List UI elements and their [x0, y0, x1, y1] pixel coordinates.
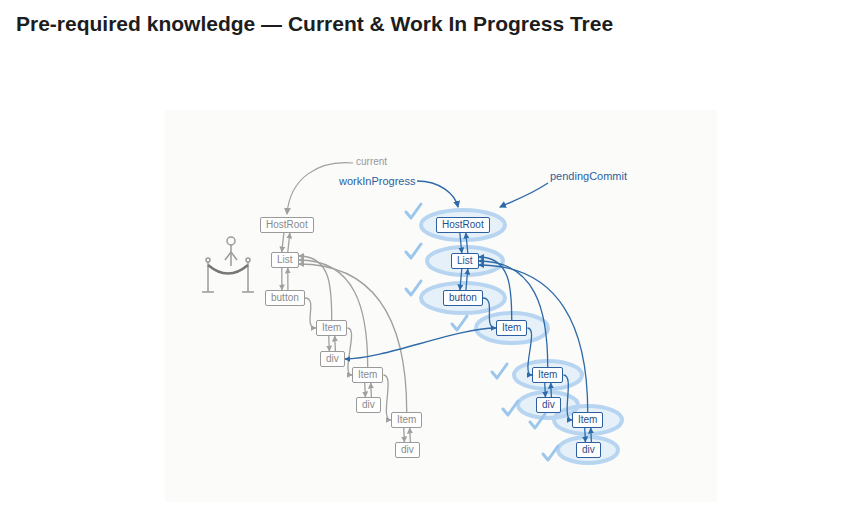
node-label: HostRoot [266, 219, 308, 230]
fiber-node: div [395, 442, 420, 458]
fiber-node: button [265, 290, 305, 306]
fiber-node: div [356, 397, 381, 413]
node-label: Item [358, 369, 377, 380]
fiber-pointer [282, 233, 290, 252]
node-label: List [277, 254, 293, 265]
pointer-label: workInProgress [339, 175, 415, 187]
fiber-node: div [576, 442, 601, 458]
pointer-line [288, 233, 290, 252]
pointer-line [281, 268, 282, 290]
pointer-line [299, 264, 407, 412]
fiber-pointer [479, 265, 588, 412]
pointer-label: pendingCommit [550, 170, 627, 182]
pointer-leader [417, 181, 458, 207]
node-label: Item [578, 414, 597, 425]
pointer-line [479, 265, 588, 412]
pointer-line [328, 336, 330, 351]
pointer-leader [287, 163, 353, 214]
fiber-pointer [282, 268, 288, 290]
pointer-line [466, 233, 468, 253]
pointer-line [584, 428, 586, 442]
fiber-pointer [404, 428, 411, 442]
fiber-node: button [443, 290, 483, 306]
rope-barrier [202, 237, 254, 292]
fiber-pointer [483, 298, 496, 328]
fiber-node: div [320, 351, 345, 367]
fiber-node: div [536, 397, 561, 413]
node-label: div [362, 399, 375, 410]
pointer-line [466, 269, 468, 290]
fiber-node: List [451, 253, 479, 269]
fiber-pointer [585, 428, 592, 442]
fiber-pointer [299, 260, 368, 367]
fiber-node: Item [496, 320, 527, 336]
pointer-line [590, 428, 592, 442]
pointer-line [460, 233, 462, 253]
fiber-node: Item [391, 412, 422, 428]
pointer-line [460, 269, 462, 290]
node-label: Item [397, 414, 416, 425]
pointer-line [409, 428, 411, 442]
title: Pre-required knowledge — Current & Work … [16, 12, 613, 36]
node-label: div [326, 353, 339, 364]
fiber-node: Item [532, 367, 563, 383]
fiber-pointer [460, 233, 468, 253]
fiber-node: Item [316, 320, 347, 336]
fiber-node: HostRoot [436, 217, 490, 233]
node-label: div [582, 444, 595, 455]
fiber-pointer [563, 375, 572, 420]
pointer-line [479, 261, 548, 367]
node-label: Item [538, 369, 557, 380]
fiber-pointer [345, 328, 496, 359]
fiber-pointer [383, 375, 391, 420]
pointer-line [563, 375, 572, 420]
pointer-line [483, 298, 496, 328]
node-label: Item [502, 322, 521, 333]
fiber-pointer [365, 383, 372, 397]
pointer-leader [500, 183, 548, 207]
pointer-line [364, 383, 366, 397]
fiber-pointer [479, 261, 548, 367]
node-label: div [542, 399, 555, 410]
fiber-pointer [299, 264, 407, 412]
node-label: div [401, 444, 414, 455]
fiber-node: HostRoot [260, 217, 314, 233]
pointer-line [550, 383, 552, 397]
node-label: button [271, 292, 299, 303]
pointer-line [299, 260, 368, 367]
node-label: button [449, 292, 477, 303]
pointer-line [305, 298, 316, 328]
fiber-node: List [271, 252, 299, 268]
pointer-line [282, 233, 284, 252]
pointer-line [287, 268, 288, 290]
pointer-line [403, 428, 405, 442]
node-label: HostRoot [442, 219, 484, 230]
check-mark [406, 204, 558, 460]
pointer-line [383, 375, 391, 420]
pointer-label: current [356, 156, 387, 168]
fiber-node: Item [572, 412, 603, 428]
fiber-pointer [545, 383, 552, 397]
pointer-line [370, 383, 372, 397]
node-label: List [457, 255, 473, 266]
image-ground [165, 110, 717, 502]
fiber-node: Item [352, 367, 383, 383]
fiber-pointer [460, 269, 468, 290]
pointer-line [334, 336, 336, 351]
node-label: Item [322, 322, 341, 333]
done-highlight [421, 210, 622, 463]
fiber-pointer [305, 298, 316, 328]
pointer-line [544, 383, 546, 397]
pointer-line [345, 328, 496, 359]
fiber-pointer [329, 336, 336, 351]
